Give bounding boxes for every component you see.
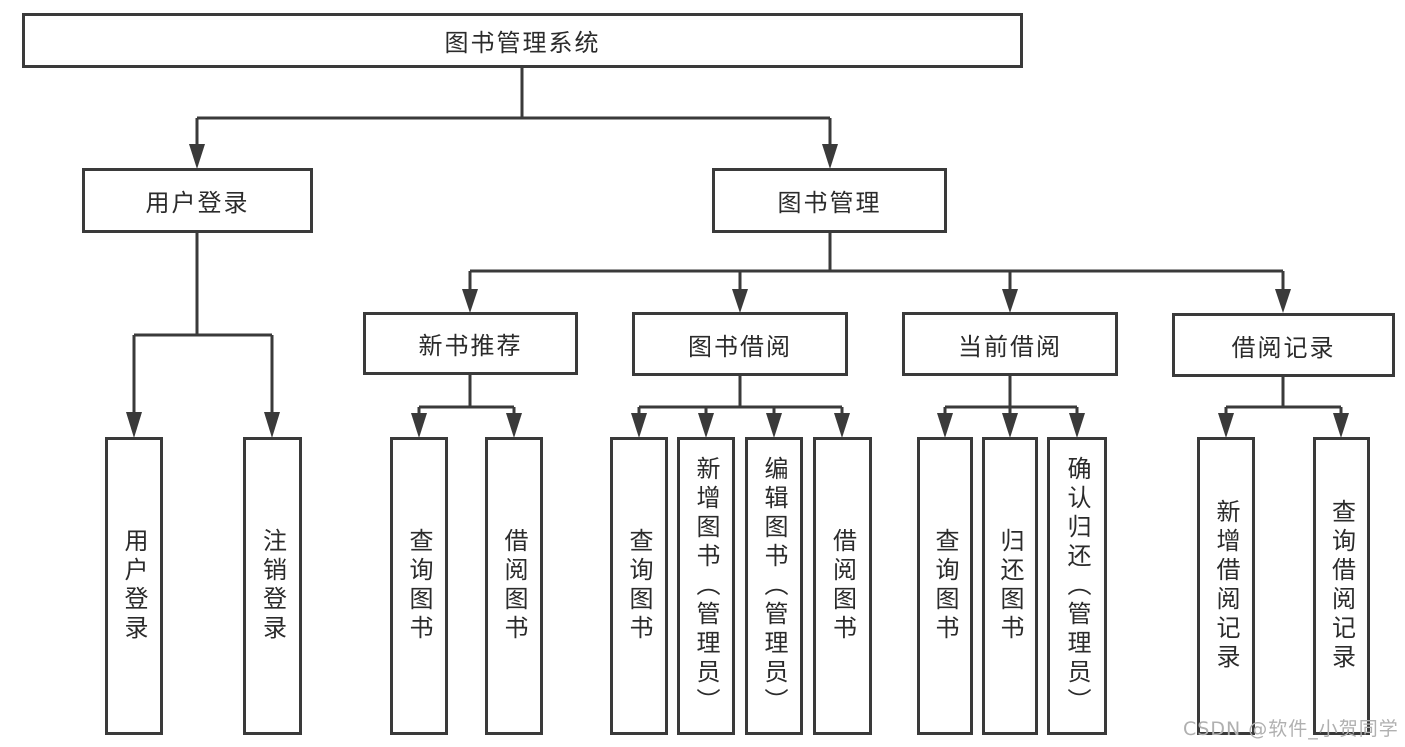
node-book-management: 图书管理 bbox=[712, 168, 947, 233]
leaf-bb-query-books: 查询图书 bbox=[610, 437, 668, 735]
node-current-borrow: 当前借阅 bbox=[902, 312, 1118, 376]
edge-user-login-to-leaves bbox=[126, 233, 280, 438]
edge-new-books-to-leaves bbox=[411, 375, 522, 438]
edge-records-to-leaves bbox=[1218, 377, 1349, 438]
leaf-nb-query-books: 查询图书 bbox=[390, 437, 448, 735]
leaf-cb-return-books: 归还图书 bbox=[982, 437, 1038, 735]
node-user-login: 用户登录 bbox=[82, 168, 313, 233]
node-book-borrow: 图书借阅 bbox=[632, 312, 848, 376]
leaf-bb-add-books-admin: 新增图书（管理员） bbox=[677, 437, 735, 735]
node-new-book-recommend: 新书推荐 bbox=[363, 312, 578, 375]
leaf-bb-edit-books-admin: 编辑图书（管理员） bbox=[745, 437, 803, 735]
watermark-text: CSDN @软件_小贺同学 bbox=[1183, 718, 1399, 740]
node-borrow-records: 借阅记录 bbox=[1172, 313, 1395, 377]
edge-current-borrow-to-leaves bbox=[937, 376, 1085, 438]
leaf-cb-confirm-return-admin: 确认归还（管理员） bbox=[1047, 437, 1107, 735]
leaf-br-add-record: 新增借阅记录 bbox=[1197, 437, 1255, 735]
edge-book-borrow-to-leaves bbox=[631, 376, 850, 438]
leaf-bb-borrow-books: 借阅图书 bbox=[813, 437, 872, 735]
leaf-nb-borrow-books: 借阅图书 bbox=[485, 437, 543, 735]
leaf-cb-query-books: 查询图书 bbox=[917, 437, 973, 735]
edge-book-mgmt-to-level3 bbox=[462, 233, 1291, 313]
leaf-logout: 注销登录 bbox=[243, 437, 302, 735]
leaf-user-login: 用户登录 bbox=[105, 437, 163, 735]
node-root: 图书管理系统 bbox=[22, 13, 1023, 68]
edge-root-to-level2 bbox=[189, 68, 838, 169]
leaf-br-query-record: 查询借阅记录 bbox=[1313, 437, 1370, 735]
